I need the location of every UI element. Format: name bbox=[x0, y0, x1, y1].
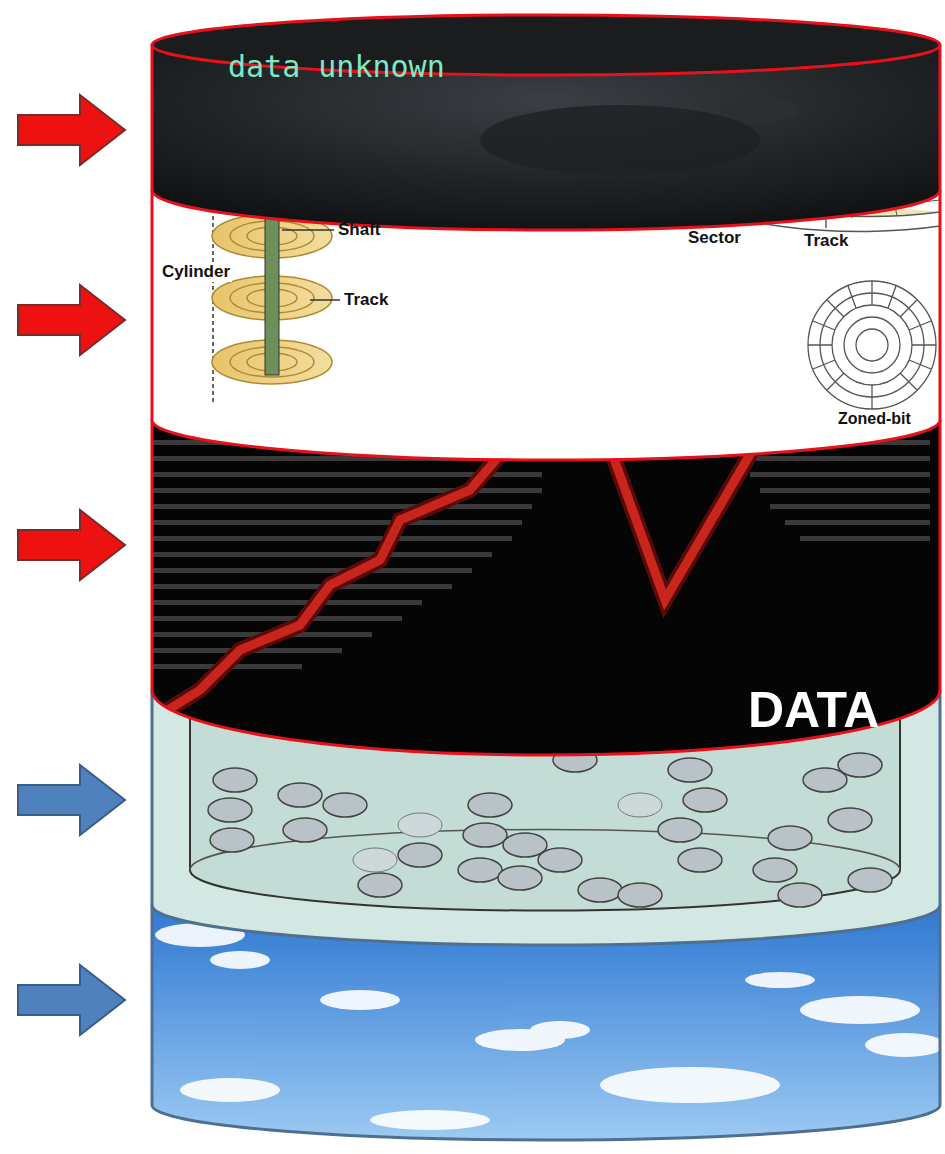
part-label: Sector bbox=[688, 229, 741, 248]
part-label: Track bbox=[344, 291, 388, 310]
part-label: Track bbox=[804, 232, 848, 251]
data-chart-band bbox=[152, 420, 940, 755]
part-label: Zoned-bit bbox=[836, 410, 913, 428]
part-label: Cylinder bbox=[160, 263, 232, 282]
big-heading: DATA bbox=[748, 683, 879, 738]
screen-band bbox=[152, 15, 940, 230]
screen-text: data unknown bbox=[228, 50, 445, 83]
pointer-arrows bbox=[18, 95, 125, 1035]
part-label: Shaft bbox=[338, 221, 381, 240]
